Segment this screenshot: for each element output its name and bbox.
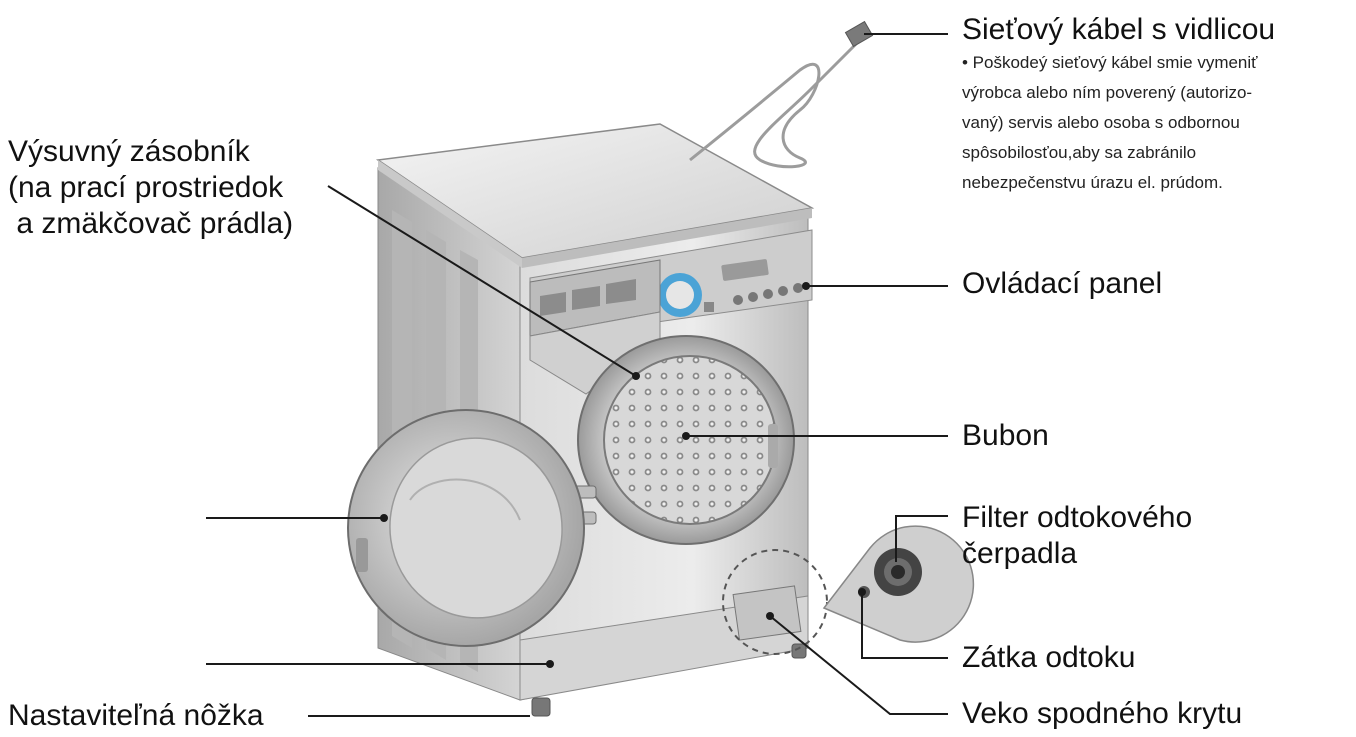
detergent-drawer bbox=[529, 259, 661, 395]
filter-area-highlight bbox=[722, 549, 828, 655]
drum bbox=[577, 335, 795, 545]
cabinet-top-panel bbox=[375, 123, 815, 268]
filter-zoom-bubble bbox=[822, 525, 975, 643]
power-cable-with-plug bbox=[689, 20, 874, 169]
label-drum: Bubon bbox=[962, 419, 1049, 452]
label-detergent-drawer: Výsuvný zásobník (na prací prostriedok a… bbox=[8, 134, 293, 242]
label-detergent-drawer-line3: a zmäkčovač prádla) bbox=[8, 207, 294, 240]
label-drain-plug: Zátka odtoku bbox=[962, 641, 1136, 674]
label-detergent-drawer-line1: Výsuvný zásobník bbox=[8, 135, 250, 168]
label-lower-cover-cap: Veko spodného krytu bbox=[962, 697, 1243, 730]
label-detergent-drawer-line2: (na prací prostriedok bbox=[8, 171, 284, 204]
label-pump-filter-line2: čerpadla bbox=[962, 537, 1078, 570]
label-adjustable-foot: Nastaviteľná nôžka bbox=[8, 699, 264, 732]
label-power-cable: Sieťový kábel s vidlicou bbox=[962, 13, 1276, 46]
label-pump-filter: Filter odtokového čerpadla bbox=[962, 500, 1192, 572]
callout-dots bbox=[380, 282, 866, 668]
open-door bbox=[347, 409, 585, 647]
label-pump-filter-line1: Filter odtokového bbox=[962, 501, 1193, 534]
label-control-panel: Ovládací panel bbox=[962, 267, 1163, 300]
label-power-cable-note: • Poškodeý sieťový kábel smie vymeniť vý… bbox=[962, 53, 1258, 192]
adjustable-feet bbox=[531, 643, 807, 717]
callout-lines bbox=[206, 33, 948, 717]
